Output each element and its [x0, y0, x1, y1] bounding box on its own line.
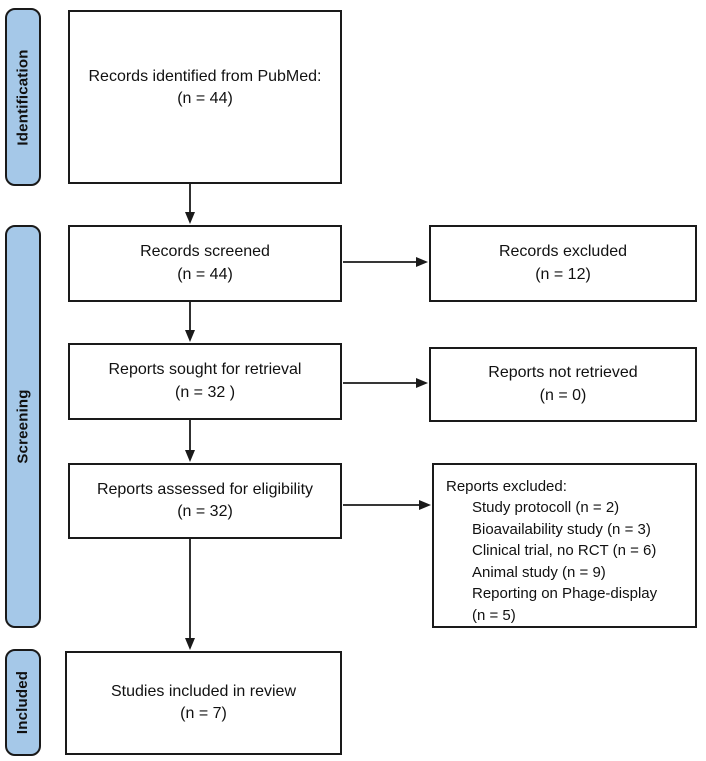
box-reports-not-retrieved: Reports not retrieved (n = 0): [429, 347, 697, 422]
box-reports-assessed-line1: Reports assessed for eligibility: [96, 480, 314, 498]
exclusion-reason: Bioavailability study (n = 3): [472, 520, 651, 538]
box-records-excluded-line1: Records excluded: [498, 243, 628, 261]
stage-bar-screening: Screening: [5, 225, 41, 628]
exclusion-reason: Study protocoll (n = 2): [472, 499, 620, 517]
box-reports-sought: Reports sought for retrieval (n = 32 ): [68, 343, 342, 420]
box-records-identified-count: (n = 44): [177, 90, 233, 108]
box-records-identified-line1: Records identified from PubMed:: [88, 68, 322, 85]
box-reports-assessed: Reports assessed for eligibility (n = 32…: [68, 463, 342, 539]
stage-label-screening: Screening: [14, 389, 32, 464]
stage-label-identification: Identification: [14, 48, 32, 146]
box-reports-not-retrieved-count: (n = 0): [539, 386, 587, 404]
exclusion-reason-count: (n = 5): [472, 606, 516, 624]
box-studies-included-count: (n = 7): [180, 705, 227, 722]
box-reports-assessed-count: (n = 32): [177, 503, 233, 520]
exclusion-reason: Animal study (n = 9): [472, 563, 606, 581]
box-records-identified: Records identified from PubMed: (n = 44): [68, 10, 342, 184]
box-reports-excluded: Reports excluded: Study protocoll (n = 2…: [432, 463, 697, 628]
box-reports-sought-line1: Reports sought for retrieval: [108, 361, 302, 379]
box-studies-included: Studies included in review (n = 7): [65, 651, 342, 755]
stage-label-included: Included: [14, 670, 32, 735]
box-records-screened: Records screened (n = 44): [68, 225, 342, 302]
box-reports-not-retrieved-line1: Reports not retrieved: [488, 364, 638, 382]
box-records-excluded-count: (n = 12): [535, 265, 591, 283]
box-records-screened-count: (n = 44): [177, 265, 233, 283]
exclusion-reason: Clinical trial, no RCT (n = 6): [472, 542, 657, 560]
box-reports-sought-count: (n = 32 ): [174, 383, 236, 401]
stage-bar-included: Included: [5, 649, 41, 756]
stage-bar-identification: Identification: [5, 8, 41, 186]
box-studies-included-line1: Studies included in review: [111, 682, 296, 700]
box-records-excluded: Records excluded (n = 12): [429, 225, 697, 302]
box-reports-excluded-title: Reports excluded:: [446, 478, 567, 495]
box-records-screened-line1: Records screened: [140, 243, 270, 261]
exclusion-reason: Reporting on Phage-display: [472, 585, 658, 603]
